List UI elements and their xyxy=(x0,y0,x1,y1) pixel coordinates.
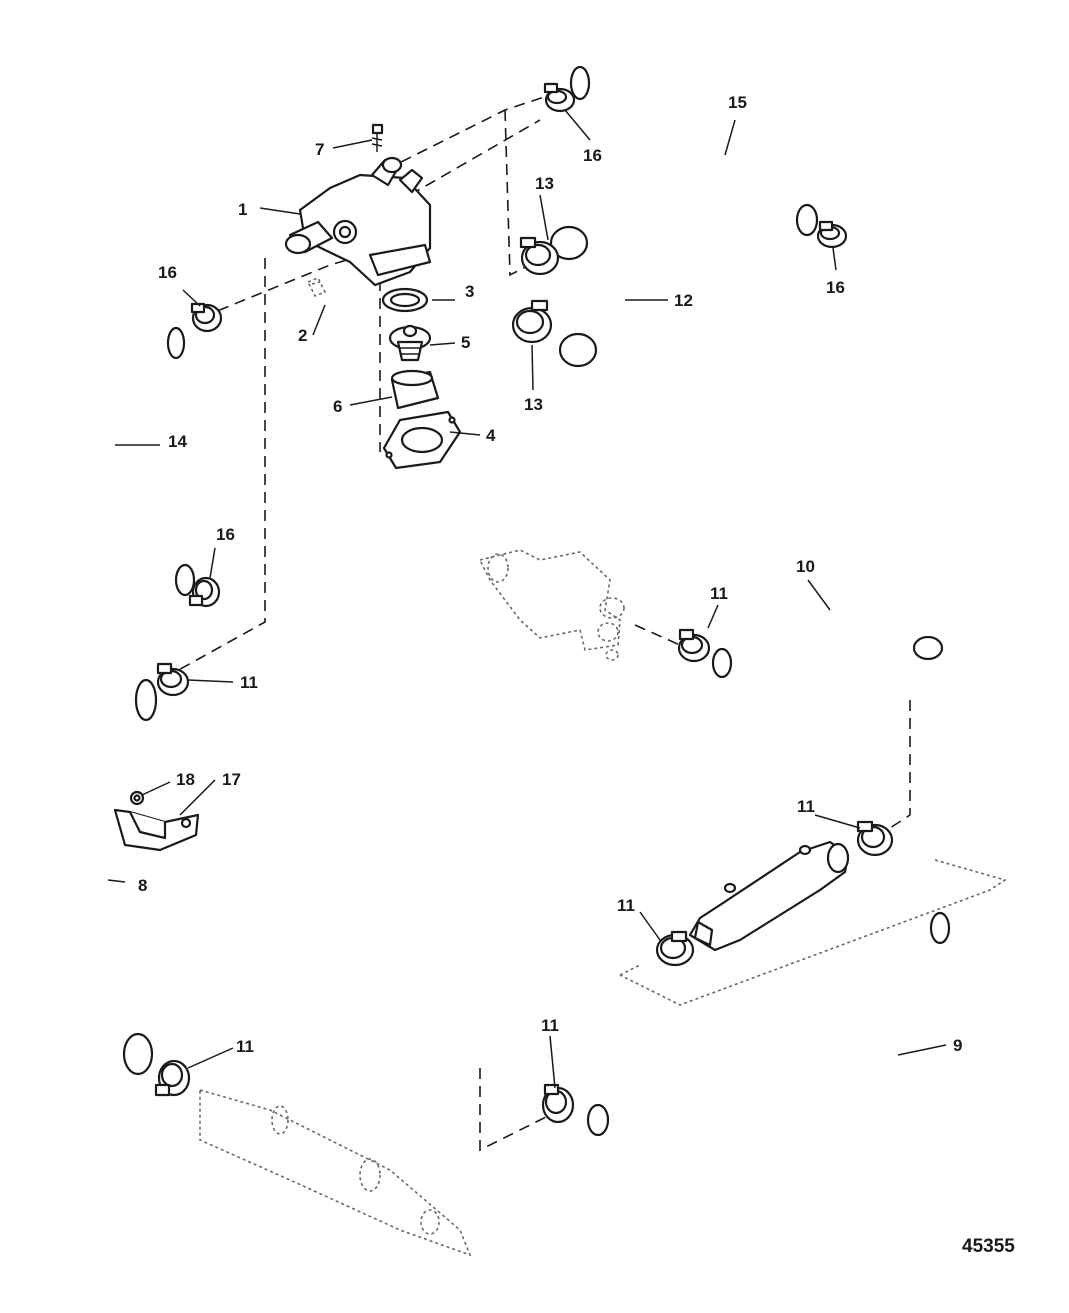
hose-9 xyxy=(586,911,953,1233)
clamp-16-right xyxy=(816,220,848,249)
clamp-16-top xyxy=(543,82,576,113)
alignment-lines xyxy=(174,94,911,1152)
clamp-11-lower-left xyxy=(154,1059,191,1097)
clamp-16-left-top xyxy=(190,302,223,333)
callout-13-bottom: 13 xyxy=(524,395,543,414)
ghost-cooler-tray xyxy=(619,859,1007,1006)
callout-11-hose-10: 11 xyxy=(710,584,728,603)
callout-16-right: 16 xyxy=(826,278,845,297)
bolt-7 xyxy=(371,123,384,152)
clamp-13-top xyxy=(519,236,560,276)
callout-11-lower-left: 11 xyxy=(236,1037,254,1056)
gasket-4 xyxy=(382,410,462,470)
callout-15: 15 xyxy=(728,93,747,112)
callout-18: 18 xyxy=(176,770,195,789)
sleeve-6 xyxy=(390,369,440,410)
hose-15 xyxy=(564,58,824,237)
callout-5: 5 xyxy=(461,333,470,352)
callout-9: 9 xyxy=(953,1036,962,1055)
callout-11-cooler-left: 11 xyxy=(617,896,635,915)
clamp-11-cooler-left xyxy=(655,930,695,967)
hose-10 xyxy=(710,600,1002,717)
hose-8 xyxy=(48,674,166,1076)
clamp-13-bottom xyxy=(511,299,553,344)
clamp-11-upper-left xyxy=(156,662,190,697)
callout-8: 8 xyxy=(138,876,147,895)
callout-11-upper-left: 11 xyxy=(240,673,258,692)
clamp-16-left-bottom xyxy=(188,576,221,608)
fitting-2 xyxy=(306,276,327,298)
ghost-heat-exchanger xyxy=(199,1088,472,1257)
callout-2: 2 xyxy=(298,326,307,345)
thermostat-housing xyxy=(284,156,432,287)
ghost-water-pump xyxy=(478,549,625,661)
callout-11-cooler-right: 11 xyxy=(797,797,815,816)
gasket-3 xyxy=(381,287,429,313)
callout-11-hose-9: 11 xyxy=(541,1016,559,1035)
callout-16-top: 16 xyxy=(583,146,602,165)
fuel-cooler xyxy=(688,840,850,952)
callout-6: 6 xyxy=(333,397,342,416)
callout-1: 1 xyxy=(238,200,247,219)
hose-12 xyxy=(544,206,641,388)
callout-3: 3 xyxy=(465,282,474,301)
callout-17: 17 xyxy=(222,770,241,789)
clamp-11-hose-10 xyxy=(677,628,711,663)
callout-labels: 1 2 3 4 5 6 7 8 9 10 11 11 11 11 11 11 1… xyxy=(138,93,1015,1257)
callout-7: 7 xyxy=(315,140,324,159)
callout-16-left-bottom: 16 xyxy=(216,525,235,544)
thermostat-5 xyxy=(388,324,432,362)
strap-17 xyxy=(113,808,200,852)
figure-number: 45355 xyxy=(962,1236,1015,1257)
callout-4: 4 xyxy=(486,426,496,445)
callout-10: 10 xyxy=(796,557,815,576)
callout-12: 12 xyxy=(674,291,693,310)
callout-14: 14 xyxy=(168,432,187,451)
clamp-11-cooler-right xyxy=(856,820,894,857)
nut-18 xyxy=(129,790,145,806)
hose-14 xyxy=(67,326,199,597)
callout-13-top: 13 xyxy=(535,174,554,193)
leader-lines xyxy=(107,109,947,1089)
clamp-11-hose-9 xyxy=(541,1083,575,1124)
callout-16-left-top: 16 xyxy=(158,263,177,282)
